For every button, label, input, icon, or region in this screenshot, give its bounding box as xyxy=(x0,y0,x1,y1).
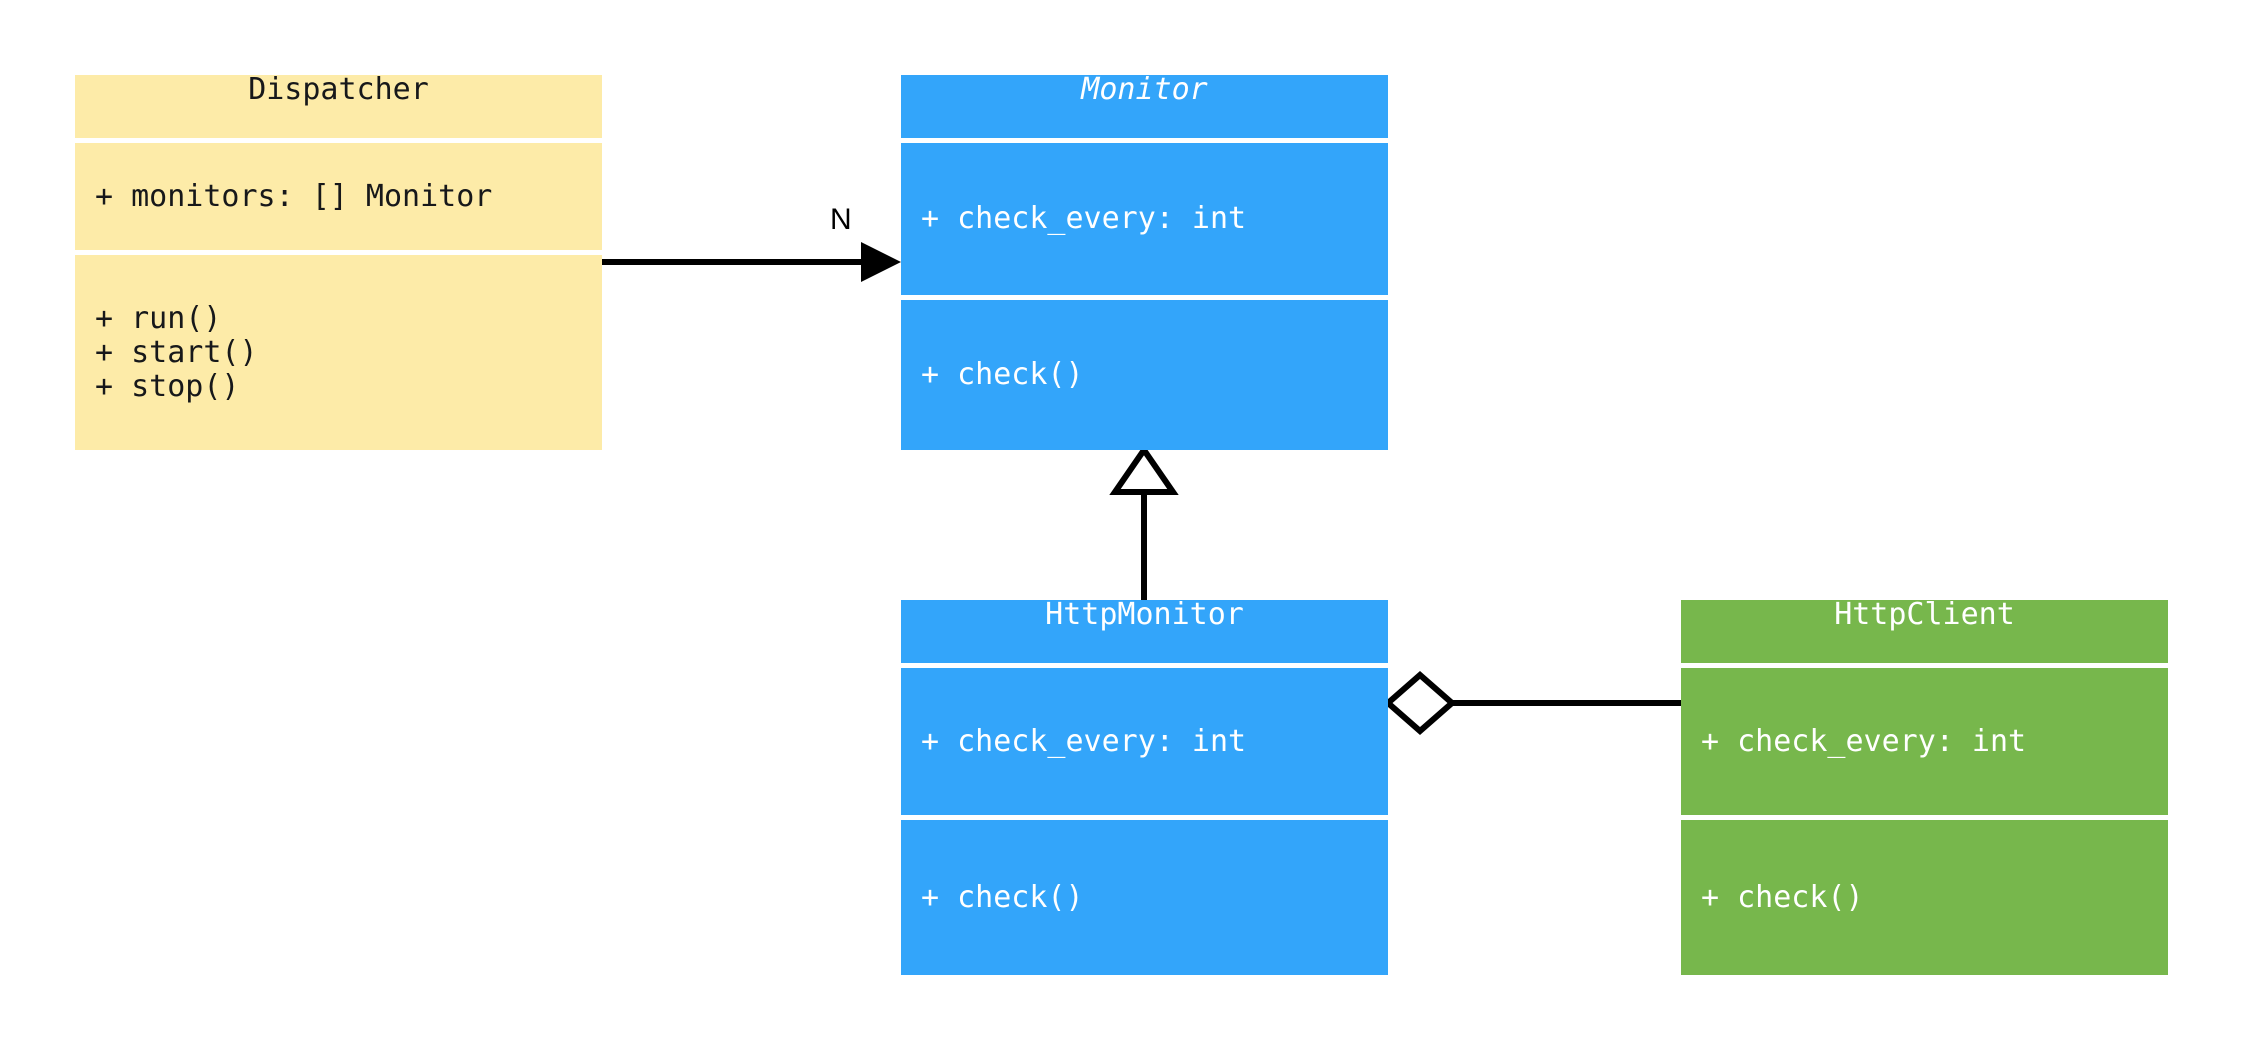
aggregation-httpmonitor-httpclient xyxy=(1383,671,1681,735)
association-dispatcher-monitor xyxy=(602,242,901,282)
class-title-compartment: Dispatcher xyxy=(75,75,602,138)
class-methods-compartment: + check() xyxy=(901,815,1388,975)
uml-class-monitor[interactable]: Monitor + check_every: int + check() xyxy=(901,75,1388,450)
class-name-httpmonitor: HttpMonitor xyxy=(1045,600,1244,632)
class-attributes-compartment: + check_every: int xyxy=(901,663,1388,815)
attribute-row: + check_every: int xyxy=(921,201,1247,236)
class-title-compartment: HttpClient xyxy=(1681,600,2168,663)
method-row: + stop() xyxy=(95,368,240,404)
uml-class-dispatcher[interactable]: Dispatcher + monitors: [] Monitor + run(… xyxy=(75,75,602,450)
method-row: + start() xyxy=(95,334,258,370)
method-row: + check() xyxy=(921,357,1084,392)
attribute-row: + check_every: int xyxy=(1701,723,2027,759)
method-row: + run() xyxy=(95,300,222,336)
class-attributes-compartment: + monitors: [] Monitor xyxy=(75,138,602,250)
class-attributes-compartment: + check_every: int xyxy=(1681,663,2168,815)
class-methods-compartment: + check() xyxy=(901,295,1388,450)
class-name-monitor: Monitor xyxy=(1081,75,1208,107)
method-row: + check() xyxy=(921,879,1084,915)
uml-class-httpmonitor[interactable]: HttpMonitor + check_every: int + check() xyxy=(901,600,1388,975)
class-name-httpclient: HttpClient xyxy=(1834,600,2015,632)
class-methods-compartment: + check() xyxy=(1681,815,2168,975)
class-methods-compartment: + run() + start() + stop() xyxy=(75,250,602,450)
class-title-compartment: Monitor xyxy=(901,75,1388,138)
class-attributes-compartment: + check_every: int xyxy=(901,138,1388,295)
uml-class-httpclient[interactable]: HttpClient + check_every: int + check() xyxy=(1681,600,2168,975)
attribute-row: + check_every: int xyxy=(921,723,1247,759)
attribute-row: + monitors: [] Monitor xyxy=(95,178,493,214)
association-label-multiplicity: N xyxy=(830,203,852,236)
class-title-compartment: HttpMonitor xyxy=(901,600,1388,663)
method-row: + check() xyxy=(1701,879,1864,915)
generalization-httpmonitor-monitor xyxy=(1109,444,1179,600)
class-name-dispatcher: Dispatcher xyxy=(248,75,429,107)
